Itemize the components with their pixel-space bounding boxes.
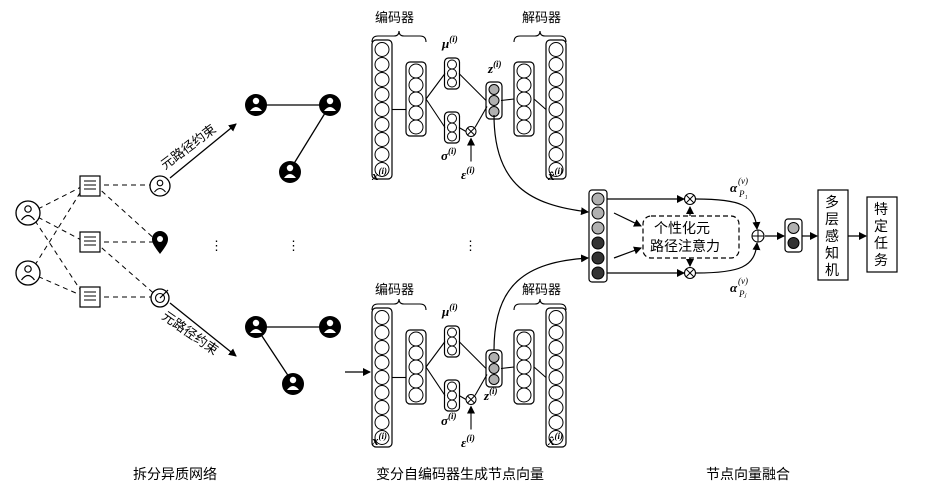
mlp-char: 多	[825, 194, 839, 211]
subgraph-user-icon	[245, 316, 267, 338]
x-label-bottom: x(i)	[371, 431, 387, 448]
vae-bottom	[371, 298, 567, 448]
encoder-label-top: 编码器	[375, 11, 414, 26]
sigma-vector	[443, 379, 461, 412]
z-to-fusion-bottom	[493, 254, 589, 351]
z-label-top: z(i)	[487, 59, 502, 76]
z-vector	[485, 349, 503, 388]
xhat-label-top: x̂(i)	[547, 166, 563, 183]
brace	[513, 30, 567, 43]
document-icon	[79, 175, 101, 197]
alpha-sup-top: (v)	[738, 176, 748, 186]
document-icon	[79, 231, 101, 253]
alpha-sup-bottom: (v)	[738, 276, 748, 286]
mlp-char: 知	[825, 245, 839, 262]
decoder-hidden-layer	[513, 61, 535, 137]
task-char: 务	[874, 253, 888, 269]
ellipsis: ⋮	[210, 239, 223, 254]
caption-right: 节点向量融合	[706, 467, 790, 483]
vae-top	[371, 30, 567, 180]
location-pin-icon	[152, 231, 168, 254]
sigma-vector	[443, 111, 461, 144]
final-vector	[784, 218, 803, 253]
alpha-label-top: α	[730, 180, 738, 195]
target-icon	[150, 288, 170, 308]
xhat-label-bottom: x̂(i)	[547, 431, 563, 448]
multiply-node	[465, 126, 477, 137]
subgraph-user-icon	[282, 373, 304, 395]
alpha-sub-bottom: Pⱼ	[738, 289, 747, 299]
multiply-node	[683, 266, 697, 280]
multiply-node	[683, 192, 697, 206]
z-label-bottom: z(i)	[483, 386, 498, 403]
left-graph	[29, 123, 237, 357]
attention-text-line1: 个性化元	[654, 221, 710, 237]
decoder-output-layer	[545, 39, 567, 180]
attention-box	[642, 215, 740, 259]
eps-label-top: ε(i)	[461, 165, 475, 182]
fused-vector	[588, 189, 608, 283]
user-icon	[15, 200, 41, 226]
sigma-label-bottom: σ(i)	[441, 411, 457, 428]
mlp-box	[817, 189, 849, 281]
encoder-label-bottom: 编码器	[375, 283, 414, 298]
document-icon	[79, 286, 101, 308]
mlp-char: 机	[825, 263, 839, 279]
fusion-arrows	[607, 195, 867, 277]
task-char: 特	[874, 202, 888, 218]
task-char: 定	[874, 219, 888, 235]
mlp-char: 层	[825, 212, 839, 228]
mu-vector	[443, 325, 461, 358]
subgraph-user-icon	[245, 94, 267, 116]
eps-label-bottom: ε(i)	[461, 433, 475, 450]
subgraph-user-icon	[319, 316, 341, 338]
meta-path-label-top: 元路径约束	[158, 121, 220, 173]
user-icon	[15, 260, 41, 286]
z-vector	[485, 81, 503, 120]
decoder-hidden-layer	[513, 329, 535, 405]
multiply-node	[465, 394, 477, 405]
ellipsis: ⋮	[464, 239, 477, 254]
user-icon	[149, 175, 171, 197]
sigma-label-top: σ(i)	[441, 146, 457, 163]
encoder-input-layer	[371, 39, 393, 180]
brace	[371, 30, 427, 43]
x-label-top: x(i)	[371, 166, 387, 183]
encoder-hidden-layer	[405, 329, 427, 405]
brace	[371, 298, 427, 311]
sum-node	[751, 229, 765, 243]
attention-text-line2: 路径注意力	[650, 238, 720, 255]
mu-label-top: μ(i)	[441, 34, 458, 51]
mlp-char: 感	[825, 228, 839, 245]
z-to-fusion-top	[493, 114, 589, 216]
meta-path-label-bottom: 元路径约束	[159, 308, 221, 358]
subgraph-user-icon	[319, 94, 341, 116]
encoder-input-layer	[371, 307, 393, 448]
decoder-output-layer	[545, 307, 567, 448]
subgraph-user-icon	[279, 161, 301, 183]
task-char: 任	[874, 236, 888, 252]
alpha-sub-top: P₁	[738, 189, 748, 199]
task-box	[866, 196, 898, 273]
decoder-label-bottom: 解码器	[522, 283, 561, 298]
ellipsis: ⋮	[287, 239, 300, 254]
caption-middle: 变分自编码器生成节点向量	[376, 467, 544, 483]
mu-vector	[443, 57, 461, 90]
subgraph-edges	[255, 104, 331, 384]
mu-label-bottom: μ(i)	[441, 302, 458, 319]
decoder-label-top: 解码器	[522, 11, 561, 26]
alpha-label-bottom: α	[730, 280, 738, 295]
brace	[513, 298, 567, 311]
caption-left: 拆分异质网络	[133, 467, 217, 483]
encoder-hidden-layer	[405, 61, 427, 137]
